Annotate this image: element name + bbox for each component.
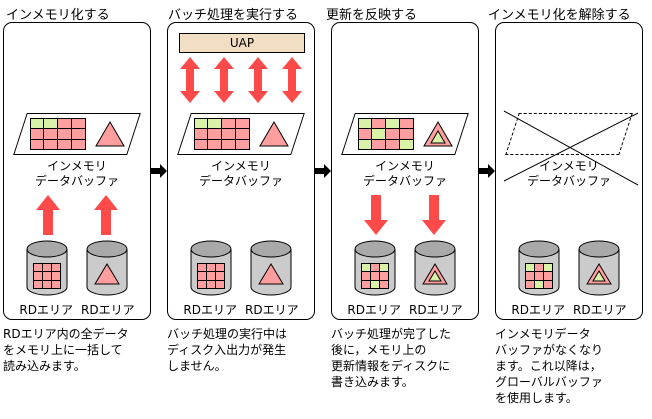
rd-area-cylinder: [413, 239, 457, 297]
rd-area-label: RDエリア: [573, 303, 627, 317]
uap-box: UAP: [179, 33, 305, 53]
table-data-icon: [29, 118, 86, 150]
inmemory-buffer-parallelogram: [177, 113, 305, 155]
stage-panel-reflect-updates: インメモリ データバッファ RDエリア RDエリア: [331, 22, 479, 320]
stage-caption-inmemory-release: インメモリデータ バッファがなくなり ます。これ以降は， グローバルバッファ を…: [495, 327, 604, 405]
inmemory-buffer-label: インメモリ データバッファ: [362, 159, 447, 188]
stage-panel-batch-execute: UAP インメモリ データバッファ: [167, 22, 315, 320]
inmemory-buffer-label: インメモリ データバッファ: [198, 159, 283, 188]
table-data-icon: [33, 263, 61, 289]
up-down-arrow-icon: [282, 57, 302, 103]
write-arrows-row: [332, 195, 478, 235]
rd-area-labels: RDエリア RDエリア: [332, 301, 478, 318]
rd-area-label: RDエリア: [81, 303, 135, 317]
triangle-data-icon: [258, 121, 289, 147]
rd-area-row: [496, 239, 642, 297]
table-data-icon: [197, 263, 225, 289]
rd-area-label: RDエリア: [183, 303, 237, 317]
table-data-icon: [361, 263, 389, 289]
rd-area-cylinder: [25, 239, 69, 297]
buffer-contents: [349, 114, 461, 154]
inmemory-buffer-parallelogram: [13, 113, 141, 155]
rd-area-labels: RDエリア RDエリア: [4, 301, 150, 318]
up-down-arrow-icon: [180, 57, 200, 103]
buffer-contents: [21, 114, 133, 154]
rd-area-labels: RDエリア RDエリア: [168, 301, 314, 318]
down-arrow-icon: [422, 195, 446, 235]
down-arrow-icon: [364, 195, 388, 235]
rd-area-label: RDエリア: [409, 303, 463, 317]
up-down-arrow-icon: [248, 57, 268, 103]
rd-area-cylinder: [353, 239, 397, 297]
stage-caption-batch-execute: バッチ処理の実行中は ディスク入出力が発生 しません。: [167, 327, 288, 373]
inmemory-buffer-label: インメモリ データバッファ: [34, 159, 119, 188]
rd-area-cylinder: [577, 239, 621, 297]
stage-title-inmemory-create: インメモリ化する: [6, 8, 110, 23]
inmemory-buffer-parallelogram: [341, 113, 469, 155]
rd-area-cylinder: [85, 239, 129, 297]
rd-area-cylinder: [517, 239, 561, 297]
rd-area-row: [4, 239, 150, 297]
stage-caption-reflect-updates: バッチ処理が完了した 後に，メモリ上の 更新情報をディスクに 書き込みます。: [331, 327, 452, 389]
next-step-arrow-icon: [315, 164, 331, 178]
table-data-icon: [193, 118, 250, 150]
triangle-data-icon: [258, 263, 284, 285]
buffer-area: [332, 113, 478, 155]
triangle-data-icon: [94, 121, 125, 147]
up-arrow-icon: [36, 195, 60, 235]
up-down-arrow-icon: [214, 57, 234, 103]
rd-area-label: RDエリア: [511, 303, 565, 317]
stage-panel-inmemory-create: インメモリ データバッファ RDエリア RDエリア: [3, 22, 151, 320]
stage-title-inmemory-release: インメモリ化を解除する: [488, 8, 631, 23]
cross-out-icon: [503, 110, 639, 186]
triangle-data-icon: [422, 263, 448, 285]
next-step-arrow-icon: [151, 164, 167, 178]
buffer-area: [4, 113, 150, 155]
table-data-icon: [357, 118, 414, 150]
rd-area-row: [332, 239, 478, 297]
buffer-contents: [185, 114, 297, 154]
triangle-data-icon: [94, 263, 120, 285]
rd-area-label: RDエリア: [19, 303, 73, 317]
table-data-icon: [525, 263, 553, 289]
stage-panel-inmemory-release: インメモリ データバッファ RDエリア RDエリア: [495, 22, 643, 320]
load-arrows-row: [4, 195, 150, 235]
next-step-arrow-icon: [479, 164, 495, 178]
rd-area-label: RDエリア: [245, 303, 299, 317]
stage-title-reflect-updates: 更新を反映する: [326, 8, 418, 23]
io-arrows-row: [168, 57, 314, 103]
up-arrow-icon: [94, 195, 118, 235]
buffer-area: [168, 113, 314, 155]
rd-area-cylinder: [249, 239, 293, 297]
triangle-data-icon: [422, 121, 453, 147]
stage-title-batch-execute: バッチ処理を実行する: [168, 8, 299, 23]
rd-area-label: RDエリア: [347, 303, 401, 317]
rd-area-row: [168, 239, 314, 297]
triangle-data-icon: [586, 263, 612, 285]
inmemory-buffer-label: インメモリ データバッファ: [526, 159, 611, 188]
rd-area-labels: RDエリア RDエリア: [496, 301, 642, 318]
stage-caption-inmemory-create: RDエリア内の全データ をメモリ上に一括して 読み込みます。: [3, 327, 129, 373]
rd-area-cylinder: [189, 239, 233, 297]
